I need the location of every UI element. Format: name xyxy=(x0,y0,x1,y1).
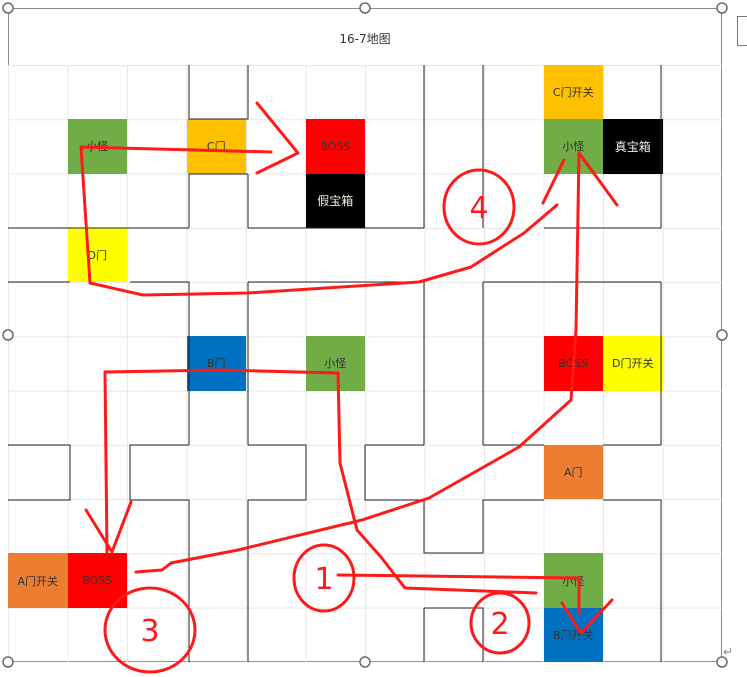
boss-cell: BOSS xyxy=(67,553,127,608)
route-path-3 xyxy=(134,151,619,574)
d-door: D门 xyxy=(67,227,127,283)
resize-handle[interactable] xyxy=(716,2,728,14)
c-door: C门 xyxy=(186,119,246,174)
a-door-switch: A门开关 xyxy=(8,553,68,608)
step-1-label: 1 xyxy=(314,562,333,597)
step-4-label: 4 xyxy=(469,191,488,226)
c-door-switch: C门开关 xyxy=(543,65,603,120)
resize-handles[interactable] xyxy=(2,2,728,668)
resize-handle[interactable] xyxy=(716,656,728,668)
maze-walls xyxy=(8,65,662,662)
step-4-circle xyxy=(442,168,516,246)
step-2-circle xyxy=(469,591,531,655)
map-grid: C门开关 小怪 C门 BOSS 小怪 真宝箱 假宝箱 D门 B门 小怪 BOSS… xyxy=(8,65,722,662)
mob-cell: 小怪 xyxy=(305,336,365,391)
resize-handle[interactable] xyxy=(359,656,371,668)
boss-cell: BOSS xyxy=(305,119,365,174)
a-door: A门 xyxy=(543,444,603,500)
d-door-switch: D门开关 xyxy=(603,336,663,391)
route-path-b-door xyxy=(103,368,538,595)
route-annotations xyxy=(79,101,619,674)
paragraph-mark: ↵ xyxy=(723,645,734,659)
layout-options-icon[interactable] xyxy=(737,16,747,46)
resize-handle[interactable] xyxy=(2,2,14,14)
route-path-1 xyxy=(336,573,614,635)
resize-handle[interactable] xyxy=(2,656,14,668)
b-door-switch: B门开关 xyxy=(543,607,603,662)
map-title: 16-7地图 xyxy=(339,32,391,46)
resize-handle[interactable] xyxy=(716,329,728,341)
b-door: B门 xyxy=(186,336,246,391)
resize-handle[interactable] xyxy=(2,329,14,341)
resize-handle[interactable] xyxy=(359,2,371,14)
fake-chest: 假宝箱 xyxy=(305,173,365,228)
mob-cell: 小怪 xyxy=(543,119,603,174)
true-chest: 真宝箱 xyxy=(603,119,663,174)
step-3-label: 3 xyxy=(140,614,159,649)
route-path-4 xyxy=(79,101,559,297)
step-3-circle xyxy=(103,586,197,674)
step-1-circle xyxy=(292,543,356,613)
step-2-label: 2 xyxy=(490,607,509,642)
route-path-to-boss xyxy=(84,370,133,554)
